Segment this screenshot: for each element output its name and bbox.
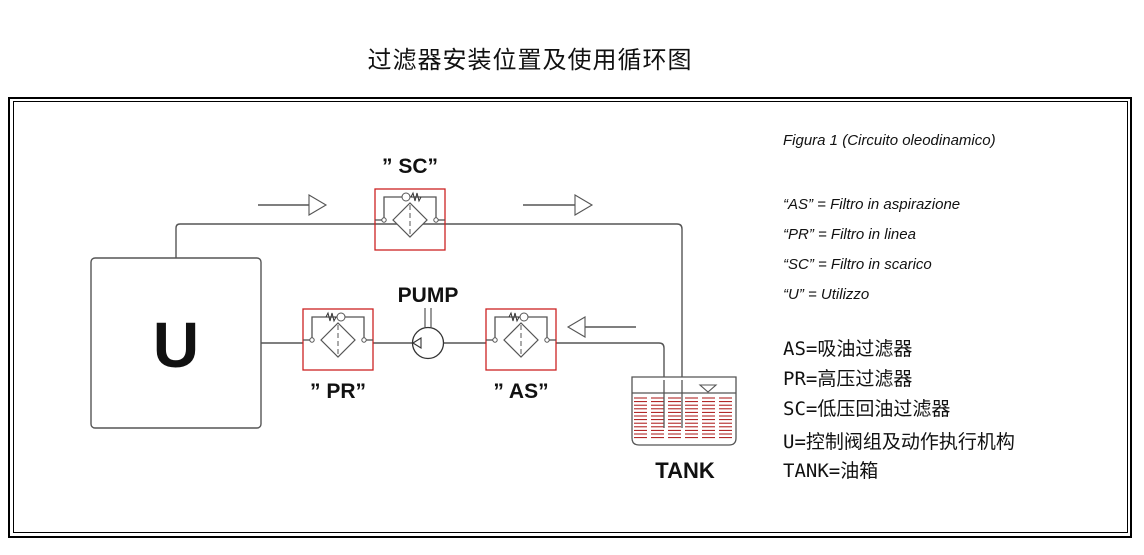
inner-frame	[13, 101, 1128, 533]
fluid-level-icon	[698, 384, 718, 393]
legend-chinese-item: PR=高压过滤器	[783, 368, 913, 390]
pump-label: PUMP	[398, 284, 459, 307]
diagram-title: 过滤器安装位置及使用循环图	[367, 46, 693, 74]
legend-chinese-item: U=控制阀组及动作执行机构	[783, 431, 1015, 453]
filter-as-label: ” AS”	[493, 380, 548, 403]
return-line	[175, 223, 683, 428]
flow-arrow-right-icon	[258, 194, 328, 216]
legend-italian-item: “U” = Utilizzo	[783, 286, 870, 303]
tank	[631, 376, 737, 446]
filter-as	[485, 308, 557, 371]
pressure-line	[261, 342, 665, 428]
pump	[411, 308, 445, 360]
tank-label: TANK	[655, 458, 715, 483]
flow-arrow-right-icon	[523, 194, 594, 216]
bypass-valve-icon	[508, 311, 529, 323]
legend-italian-item: “AS” = Filtro in aspirazione	[783, 196, 961, 213]
filter-pr-label: ” PR”	[310, 380, 366, 403]
filter-pr	[302, 308, 374, 371]
tank-fluid	[634, 397, 732, 439]
filter-sc	[374, 188, 446, 251]
legend-chinese-item: TANK=油箱	[783, 460, 879, 482]
legend-chinese-item: AS=吸油过滤器	[783, 338, 913, 360]
bypass-valve-icon	[325, 311, 346, 323]
actuator-block-u: U	[90, 257, 262, 429]
flow-arrow-left-icon	[566, 316, 636, 338]
actuator-label: U	[153, 309, 199, 381]
legend-italian-item: “SC” = Filtro in scarico	[783, 256, 932, 273]
legend-chinese-item: SC=低压回油过滤器	[783, 398, 951, 420]
outer-frame	[8, 97, 1132, 538]
legend-italian-item: “PR” = Filtro in linea	[783, 226, 916, 243]
filter-sc-label: ” SC”	[382, 155, 438, 178]
figure-caption: Figura 1 (Circuito oleodinamico)	[783, 132, 996, 149]
pump-direction-icon	[411, 337, 422, 349]
bypass-valve-icon	[401, 191, 422, 203]
